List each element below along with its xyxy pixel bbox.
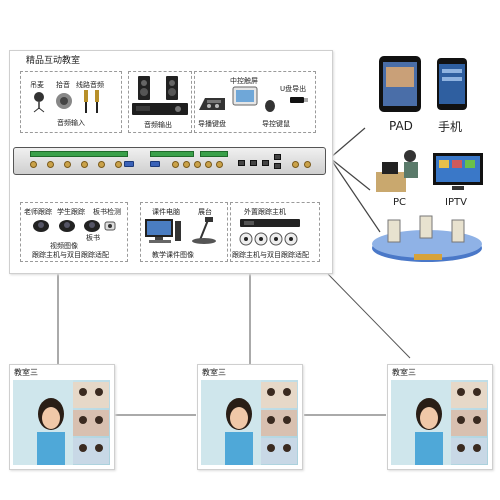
- panel-title: 精品互动教室: [26, 53, 80, 66]
- classroom-photo: [391, 380, 488, 465]
- audio-input-caption: 音频输入: [57, 118, 85, 128]
- terminal-block: [150, 151, 194, 157]
- usb-drive-icon: [290, 95, 308, 105]
- iptv-icon: [432, 152, 484, 192]
- classroom-card: 教室三: [9, 364, 115, 470]
- touch-screen-icon: [232, 86, 258, 108]
- classroom-photo: [201, 380, 298, 465]
- amplifier-icon: [132, 102, 188, 116]
- courseware-caption: 教学课件图像: [152, 250, 194, 260]
- video-port: [194, 161, 201, 168]
- server-platform-icon: [370, 212, 484, 264]
- vga-port: [150, 161, 160, 167]
- audio-port: [98, 161, 105, 168]
- hanging-mic-icon: [30, 91, 48, 113]
- pc-user-icon: [374, 148, 428, 194]
- dome-camera-icon: [238, 232, 300, 246]
- label-courseware-pc: 课件电脑: [152, 207, 180, 217]
- label-teacher-tracking: 老师跟踪: [24, 207, 52, 217]
- tablet-icon: [378, 55, 422, 113]
- camera-icon: [58, 218, 76, 232]
- video-port: [205, 161, 212, 168]
- external-caption: 跟踪主机与双目跟踪适配: [232, 250, 309, 260]
- video-port: [216, 161, 223, 168]
- director-keyboard-icon: [197, 96, 227, 112]
- network-port: [238, 160, 245, 166]
- label-student-tracking: 学生跟踪: [57, 207, 85, 217]
- network-port: [274, 163, 281, 169]
- tracking-caption: 跟踪主机与双目跟踪适配: [32, 250, 109, 260]
- classroom-title: 教室三: [202, 367, 226, 378]
- classroom-photo: [13, 380, 110, 465]
- network-port: [274, 154, 281, 160]
- control-caption: 导控键鼠: [262, 119, 290, 129]
- label-iptv: IPTV: [445, 197, 467, 208]
- pickup-mic-icon: [55, 92, 73, 110]
- board-label: 板书: [86, 233, 100, 243]
- terminal-block: [30, 151, 128, 157]
- mouse-icon: [264, 99, 276, 113]
- camera-icon: [83, 218, 101, 232]
- label-pickup: 拾音: [56, 80, 70, 90]
- audio-output-caption: 音频输出: [144, 120, 172, 130]
- visualizer-icon: [190, 216, 220, 244]
- label-phone: 手机: [438, 118, 462, 135]
- audio-port: [47, 161, 54, 168]
- audio-cable-icon: [80, 88, 104, 114]
- label-board-detection: 板书检测: [93, 207, 121, 217]
- label-hanging-mic: 吊麦: [30, 80, 44, 90]
- video-port: [172, 161, 179, 168]
- network-port: [250, 160, 257, 166]
- camera-icon: [32, 218, 50, 232]
- network-port: [262, 160, 269, 166]
- speaker-icon: [136, 75, 182, 101]
- label-usb-export: U盘导出: [280, 84, 306, 94]
- label-touch-screen: 中控触屏: [230, 76, 258, 86]
- tracking-host-icon: [240, 218, 300, 228]
- power-port: [304, 161, 311, 168]
- audio-port: [30, 161, 37, 168]
- director-keyboard-caption: 导播键盘: [198, 119, 226, 129]
- terminal-block: [200, 151, 228, 157]
- video-port: [183, 161, 190, 168]
- label-external-host: 外置跟踪主机: [244, 207, 286, 217]
- computer-icon: [143, 218, 183, 244]
- classroom-card: 教室三: [197, 364, 303, 470]
- audio-port: [81, 161, 88, 168]
- phone-icon: [436, 57, 468, 111]
- power-port: [292, 161, 299, 168]
- label-pc: PC: [393, 197, 406, 208]
- classroom-title: 教室三: [14, 367, 38, 378]
- vga-port: [124, 161, 134, 167]
- label-pad: PAD: [389, 119, 413, 133]
- audio-port: [115, 161, 122, 168]
- audio-port: [64, 161, 71, 168]
- classroom-title: 教室三: [392, 367, 416, 378]
- classroom-card: 教室三: [387, 364, 493, 470]
- detector-icon: [104, 220, 120, 232]
